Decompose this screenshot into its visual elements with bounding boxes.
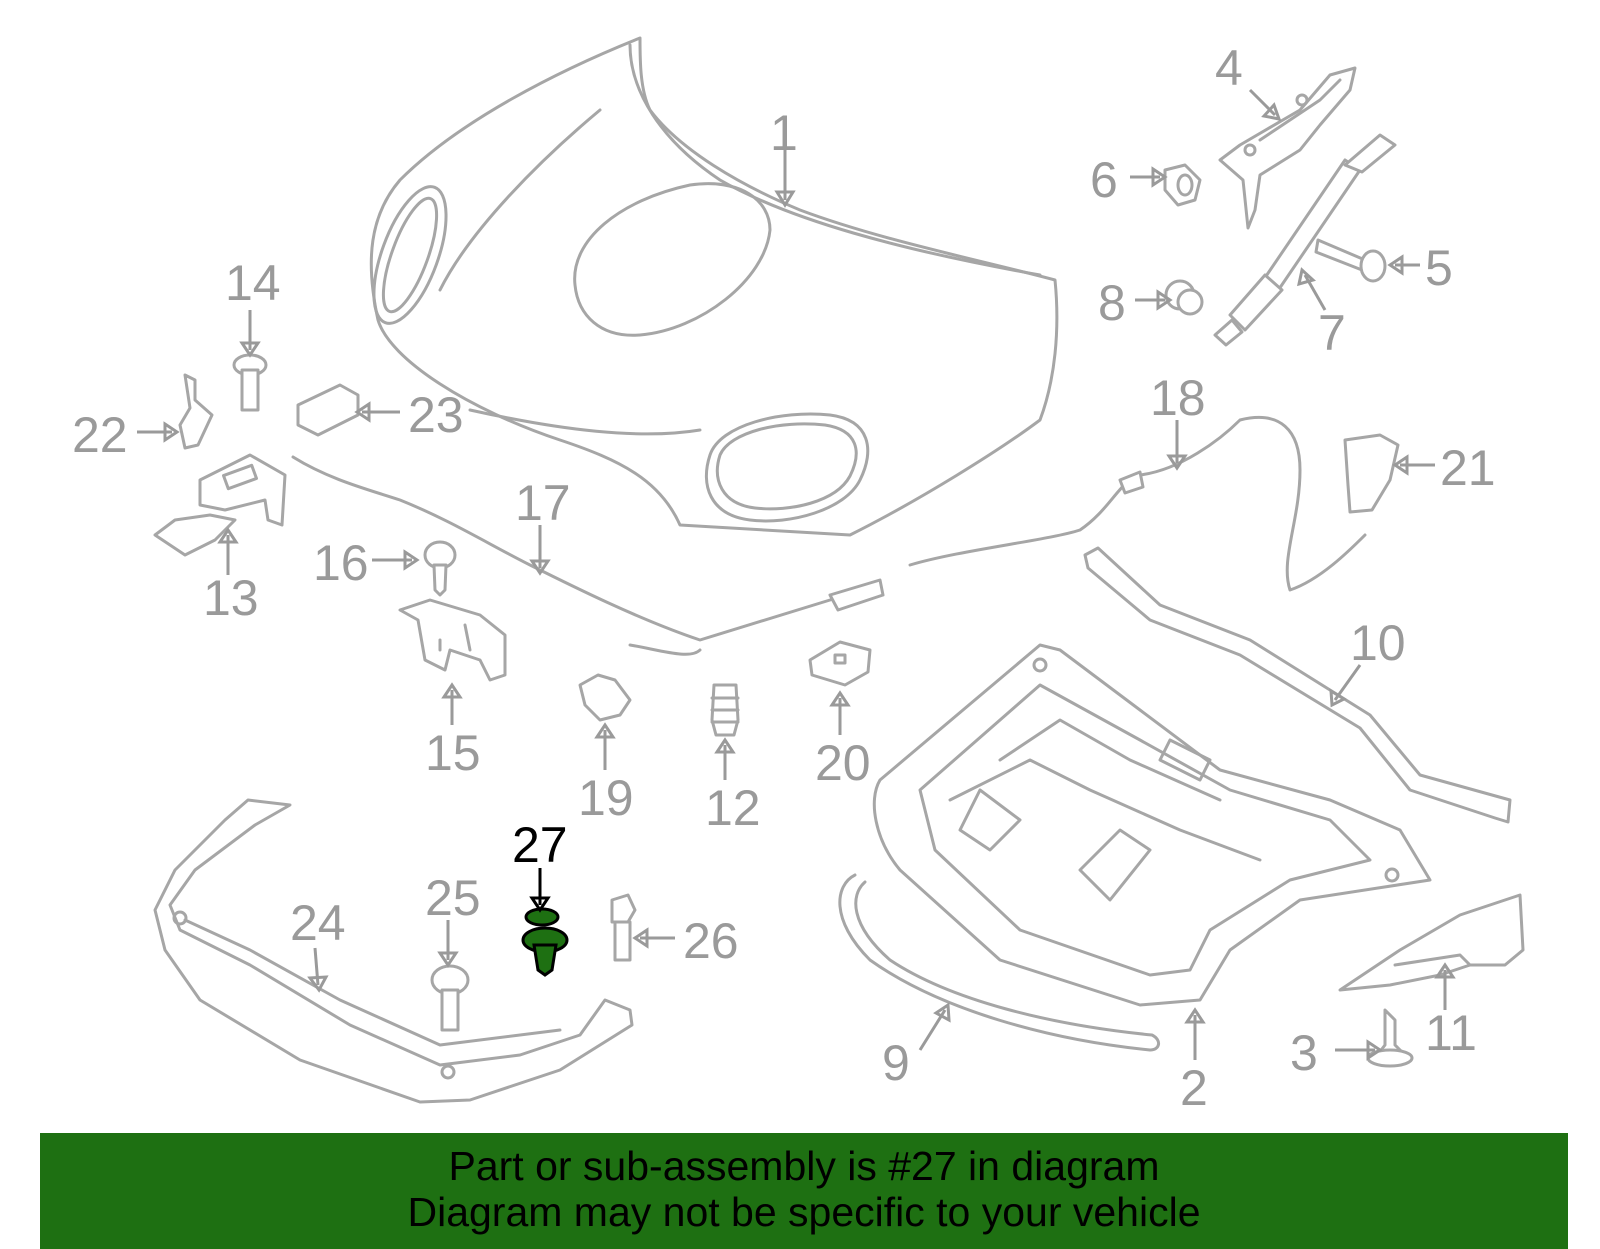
part-25-bolt bbox=[430, 964, 470, 1032]
part-24-support bbox=[153, 798, 634, 1104]
callout-12: 12 bbox=[705, 780, 761, 836]
callout-20: 20 bbox=[815, 735, 871, 791]
part-5-bolt bbox=[1314, 238, 1387, 283]
callout-11: 11 bbox=[1425, 1005, 1477, 1061]
callout-labels: 1 2 3 4 5 6 7 8 9 10 11 12 13 14 15 16 1… bbox=[72, 40, 1496, 1116]
part-9-seal bbox=[838, 873, 1160, 1052]
part-10-seal bbox=[1083, 546, 1512, 824]
part-26-bolt bbox=[610, 893, 637, 962]
callout-25: 25 bbox=[425, 870, 481, 926]
parts-diagram: 1 2 3 4 5 6 7 8 9 10 11 12 13 14 15 16 1… bbox=[72, 36, 1525, 1116]
callout-13: 13 bbox=[203, 570, 259, 626]
callout-17: 17 bbox=[515, 475, 571, 531]
diagram-canvas: 1 2 3 4 5 6 7 8 9 10 11 12 13 14 15 16 1… bbox=[72, 36, 1525, 1116]
part-13-latch bbox=[153, 453, 287, 557]
callout-22: 22 bbox=[72, 407, 128, 463]
callout-27-highlighted: 27 bbox=[512, 817, 568, 873]
part-4-hinge bbox=[1218, 66, 1357, 230]
part-6-nut bbox=[1163, 163, 1202, 207]
part-14-bolt bbox=[232, 353, 268, 412]
banner-line-1: Part or sub-assembly is #27 in diagram bbox=[448, 1143, 1160, 1189]
part-8-clip bbox=[1164, 279, 1204, 316]
part-15-bracket bbox=[398, 598, 507, 682]
callout-15: 15 bbox=[425, 725, 481, 781]
callout-7: 7 bbox=[1318, 305, 1346, 361]
info-banner: Part or sub-assembly is #27 in diagram D… bbox=[40, 1133, 1568, 1249]
part-22-bracket bbox=[178, 373, 214, 450]
callout-9: 9 bbox=[882, 1035, 910, 1091]
part-12-bumper bbox=[710, 683, 740, 737]
callout-14: 14 bbox=[225, 255, 281, 311]
part-27-clip-highlighted bbox=[521, 907, 569, 977]
callout-3: 3 bbox=[1290, 1025, 1318, 1081]
part-18-cable bbox=[908, 415, 1367, 592]
leader-lines bbox=[137, 88, 1456, 1061]
callout-18: 18 bbox=[1150, 370, 1206, 426]
callout-19: 19 bbox=[578, 770, 634, 826]
part-19-bracket bbox=[578, 673, 632, 722]
callout-23: 23 bbox=[408, 387, 464, 443]
callout-8: 8 bbox=[1098, 275, 1126, 331]
part-20-bracket bbox=[808, 640, 872, 687]
callout-6: 6 bbox=[1090, 152, 1118, 208]
callout-10: 10 bbox=[1350, 615, 1406, 671]
callout-21: 21 bbox=[1440, 440, 1496, 496]
part-21-bracket bbox=[1343, 433, 1400, 514]
banner-line-2: Diagram may not be specific to your vehi… bbox=[407, 1189, 1201, 1235]
callout-26: 26 bbox=[683, 913, 739, 969]
part-7-strut bbox=[1213, 133, 1397, 347]
callout-16: 16 bbox=[313, 535, 369, 591]
callout-4: 4 bbox=[1215, 40, 1243, 96]
callout-1: 1 bbox=[770, 105, 798, 161]
part-2-insulator bbox=[872, 643, 1432, 1007]
part-1-hood bbox=[369, 36, 1059, 537]
part-23-bracket bbox=[296, 383, 360, 437]
callout-5: 5 bbox=[1425, 240, 1453, 296]
part-11-bracket bbox=[1338, 893, 1525, 992]
part-16-clip bbox=[423, 540, 457, 597]
part-17-cable bbox=[291, 455, 885, 656]
callout-24: 24 bbox=[290, 895, 346, 951]
callout-2: 2 bbox=[1180, 1060, 1208, 1116]
part-3-clip bbox=[1366, 1008, 1414, 1068]
